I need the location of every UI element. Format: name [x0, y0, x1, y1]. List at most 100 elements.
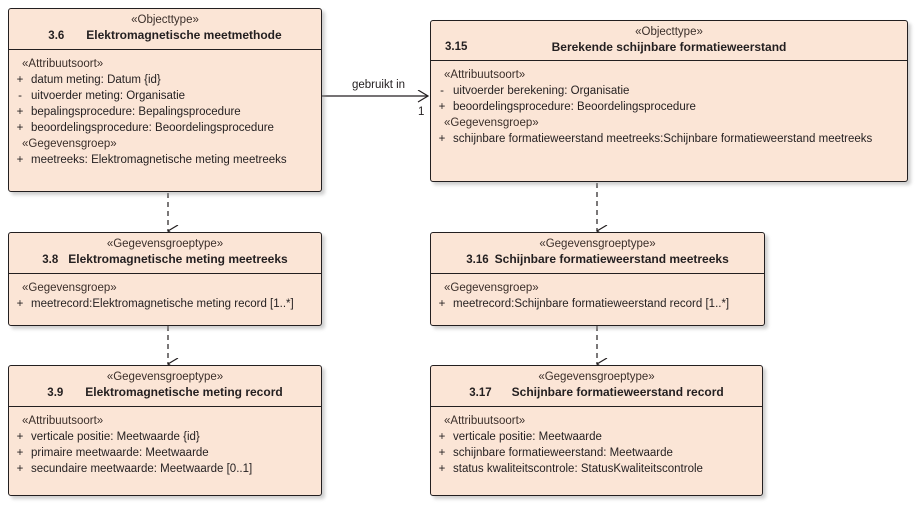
class-stereotype: «Objecttype»	[635, 26, 703, 38]
class-stereotype: «Gegevensgroeptype»	[538, 371, 655, 383]
visibility-marker: +	[438, 447, 446, 459]
visibility-marker: +	[16, 154, 24, 166]
attribute-row: + secundaire meetwaarde: Meetwaarde [0..…	[9, 461, 321, 477]
association-multiplicity-target: 1	[418, 106, 425, 118]
class-box-elektromagnetische-meetmethode[interactable]: «Objecttype» 3.6 Elektromagnetische meet…	[8, 8, 322, 192]
class-body: «Attribuutsoort» + verticale positie: Me…	[9, 407, 321, 483]
attribute-row: + meetreeks: Elektromagnetische meting m…	[9, 152, 321, 168]
class-body: «Attribuutsoort» + datum meting: Datum {…	[9, 50, 321, 174]
attribute-row: + datum meting: Datum {id}	[9, 72, 321, 88]
class-body: «Gegevensgroep» + meetrecord:Schijnbare …	[431, 274, 764, 318]
class-header: «Gegevensgroeptype» 3.17 Schijnbare form…	[431, 366, 762, 407]
class-box-berekende-schijnbare-formatieweerstand[interactable]: «Objecttype» 3.15 Berekende schijnbare f…	[430, 20, 908, 182]
attribute-text: verticale positie: Meetwaarde {id}	[31, 431, 200, 443]
attribute-text: verticale positie: Meetwaarde	[453, 431, 602, 443]
class-stereotype: «Gegevensgroeptype»	[106, 371, 224, 383]
attribute-row: + primaire meetwaarde: Meetwaarde	[9, 445, 321, 461]
class-title-row: 3.8 Elektromagnetische meting meetreeks	[9, 252, 321, 268]
attribute-row: + schijnbare formatieweerstand meetreeks…	[431, 131, 907, 147]
visibility-marker: +	[438, 431, 446, 443]
attribute-text: primaire meetwaarde: Meetwaarde	[31, 447, 209, 459]
attribute-row: + verticale positie: Meetwaarde {id}	[9, 429, 321, 445]
class-body: «Attribuutsoort» + verticale positie: Me…	[431, 407, 762, 483]
attribute-row: + schijnbare formatieweerstand: Meetwaar…	[431, 445, 762, 461]
attribute-text: meetreeks: Elektromagnetische meting mee…	[31, 154, 287, 166]
class-number: 3.6	[48, 30, 65, 42]
attribute-row: + verticale positie: Meetwaarde	[431, 429, 762, 445]
class-title-row: 3.16 Schijnbare formatieweerstand meetre…	[431, 252, 764, 268]
attribute-text: schijnbare formatieweerstand: Meetwaarde	[453, 447, 673, 459]
attribute-text: meetrecord:Schijnbare formatieweerstand …	[453, 298, 730, 310]
class-header: «Gegevensgroeptype» 3.16 Schijnbare form…	[431, 233, 764, 274]
attribute-row: + beoordelingsprocedure: Beoordelingspro…	[9, 120, 321, 136]
attribute-text: schijnbare formatieweerstand meetreeks:S…	[453, 133, 873, 145]
attribute-text: beoordelingsprocedure: Beoordelingsproce…	[453, 101, 696, 113]
attribute-text: secundaire meetwaarde: Meetwaarde [0..1]	[31, 463, 253, 475]
class-name: Elektromagnetische meting meetreeks	[68, 252, 288, 266]
class-title-row: 3.17 Schijnbare formatieweerstand record	[431, 385, 762, 401]
class-header: «Gegevensgroeptype» 3.8 Elektromagnetisc…	[9, 233, 321, 274]
class-name: Berekende schijnbare formatieweerstand	[551, 40, 787, 54]
visibility-marker: +	[438, 298, 446, 310]
class-body: «Attribuutsoort» - uitvoerder berekening…	[431, 61, 907, 153]
visibility-marker: +	[16, 447, 24, 459]
section-label: «Attribuutsoort»	[444, 415, 526, 427]
class-header: «Gegevensgroeptype» 3.9 Elektromagnetisc…	[9, 366, 321, 407]
attribute-text: status kwaliteitscontrole: StatusKwalite…	[453, 463, 703, 475]
visibility-marker: +	[16, 122, 24, 134]
class-stereotype: «Gegevensgroeptype»	[539, 238, 656, 250]
class-body: «Gegevensgroep» + meetrecord:Elektromagn…	[9, 274, 321, 318]
section-label: «Gegevensgroep»	[22, 138, 117, 150]
association-label-gebruikt-in: gebruikt in	[352, 79, 406, 91]
class-title-row: 3.15 Berekende schijnbare formatieweerst…	[431, 40, 907, 55]
visibility-marker: +	[438, 463, 446, 475]
class-title-row: 3.9 Elektromagnetische meting record	[9, 385, 321, 401]
attribute-row: + meetrecord:Elektromagnetische meting r…	[9, 296, 321, 312]
class-name: Elektromagnetische meting record	[85, 385, 283, 399]
visibility-marker: -	[18, 90, 22, 102]
visibility-marker: +	[438, 101, 446, 113]
attribute-row: - uitvoerder meting: Organisatie	[9, 88, 321, 104]
class-stereotype: «Objecttype»	[131, 14, 199, 26]
class-number: 3.17	[469, 387, 492, 399]
section-label: «Attribuutsoort»	[444, 69, 526, 81]
class-box-elektromagnetische-meting-record[interactable]: «Gegevensgroeptype» 3.9 Elektromagnetisc…	[8, 365, 322, 496]
visibility-marker: +	[16, 463, 24, 475]
class-number: 3.15	[445, 41, 468, 53]
attribute-text: bepalingsprocedure: Bepalingsprocedure	[31, 106, 241, 118]
attribute-text: uitvoerder berekening: Organisatie	[453, 85, 630, 97]
attribute-row: + status kwaliteitscontrole: StatusKwali…	[431, 461, 762, 477]
visibility-marker: -	[440, 85, 444, 97]
attribute-row: + meetrecord:Schijnbare formatieweerstan…	[431, 296, 764, 312]
visibility-marker: +	[16, 298, 24, 310]
class-box-elektromagnetische-meting-meetreeks[interactable]: «Gegevensgroeptype» 3.8 Elektromagnetisc…	[8, 232, 322, 326]
class-stereotype: «Gegevensgroeptype»	[106, 238, 224, 250]
visibility-marker: +	[16, 431, 24, 443]
class-header: «Objecttype» 3.6 Elektromagnetische meet…	[9, 9, 321, 50]
visibility-marker: +	[438, 133, 446, 145]
class-box-schijnbare-formatieweerstand-record[interactable]: «Gegevensgroeptype» 3.17 Schijnbare form…	[430, 365, 763, 496]
section-label: «Gegevensgroep»	[444, 282, 539, 294]
class-name: Schijnbare formatieweerstand record	[511, 385, 724, 399]
class-box-schijnbare-formatieweerstand-meetreeks[interactable]: «Gegevensgroeptype» 3.16 Schijnbare form…	[430, 232, 765, 326]
class-header: «Objecttype» 3.15 Berekende schijnbare f…	[431, 21, 907, 61]
attribute-row: + beoordelingsprocedure: Beoordelingspro…	[431, 99, 907, 115]
class-name: Schijnbare formatieweerstand meetreeks	[494, 252, 729, 266]
attribute-row: + bepalingsprocedure: Bepalingsprocedure	[9, 104, 321, 120]
class-number: 3.8	[42, 254, 59, 266]
attribute-text: meetrecord:Elektromagnetische meting rec…	[31, 298, 294, 310]
attribute-text: beoordelingsprocedure: Beoordelingsproce…	[31, 122, 274, 134]
section-label: «Gegevensgroep»	[22, 282, 117, 294]
attribute-text: datum meting: Datum {id}	[31, 74, 161, 86]
class-title-row: 3.6 Elektromagnetische meetmethode	[9, 28, 321, 44]
section-label: «Gegevensgroep»	[444, 117, 539, 129]
attribute-text: uitvoerder meting: Organisatie	[31, 90, 186, 102]
section-label: «Attribuutsoort»	[22, 58, 104, 70]
class-name: Elektromagnetische meetmethode	[86, 28, 282, 42]
section-label: «Attribuutsoort»	[22, 415, 104, 427]
visibility-marker: +	[16, 106, 24, 118]
class-number: 3.16	[466, 254, 489, 266]
attribute-row: - uitvoerder berekening: Organisatie	[431, 83, 907, 99]
visibility-marker: +	[16, 74, 24, 86]
